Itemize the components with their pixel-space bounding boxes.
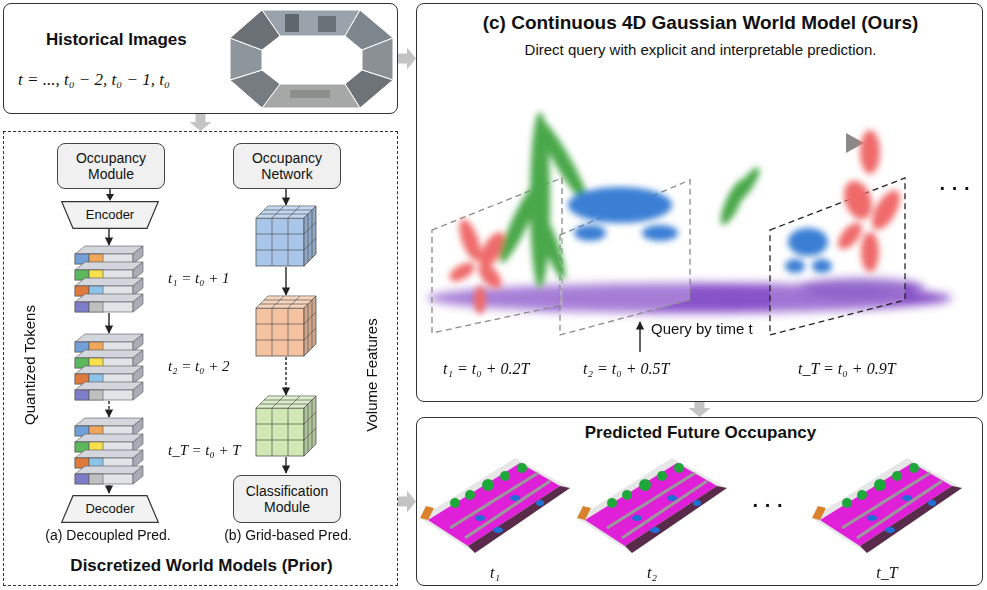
time-label: t_T [876,564,897,582]
node-text: Direct query with explicit and interpret… [417,41,984,58]
time-label: t₂ = t₀ + 2 [168,358,230,375]
time-label: t₂ = t₀ + 0.5T [583,360,670,378]
time-label: t_T = t₀ + 0.9T [798,360,896,378]
flow-arrow-big [398,491,416,513]
ellipsis: · · · [752,494,783,517]
model-panel: (c) Continuous 4D Gaussian World Model (… [416,3,983,402]
node-title: (c) Continuous 4D Gaussian World Model (… [417,12,984,34]
axis-label: Quantized Tokens [21,305,38,425]
node-title: Encoder [82,208,138,223]
process-box: Occupancy Network [233,143,341,189]
node-title: Occupancy Network [234,150,340,182]
time-label: t₁ [490,564,500,582]
process-box: Classification Module [233,475,341,523]
flow-arrow-big [398,48,416,70]
query-label: Query by time t [651,320,753,337]
trapezoid-outline [62,496,159,523]
node-title: Discretized World Models (Prior) [4,556,399,576]
time-label: t₁ = t₀ + 0.2T [443,360,530,378]
time-label: t₂ [647,564,657,582]
caption-label: (b) Grid-based Pred. [224,527,352,543]
flow-arrow-big [689,402,711,417]
node-title: Occupancy Module [58,150,164,182]
process-box: Occupancy Module [57,143,165,189]
input-box: Historical Images t = ..., t₀ − 2, t₀ − 1… [3,3,398,114]
node-title: Decoder [81,502,138,517]
trapezoid-outline [62,202,159,229]
axis-label: Volume Features [363,318,380,431]
node-text: t = ..., t₀ − 2, t₀ − 1, t₀ [18,70,170,90]
node-title: Historical Images [46,30,187,50]
output-panel: Predicted Future Occupancy [416,417,983,586]
node-title: Predicted Future Occupancy [417,423,984,443]
flow-arrow-big [190,114,212,131]
time-label: t_T = t₀ + T [168,442,241,459]
decoder-trapezoid: Decoder [61,495,159,523]
caption-label: (a) Decoupled Pred. [45,527,170,543]
node-title: Classification Module [234,483,340,515]
encoder-trapezoid: Encoder [61,201,159,229]
time-label: t₁ = t₀ + 1 [168,270,230,287]
ellipsis: · · · [939,177,970,200]
